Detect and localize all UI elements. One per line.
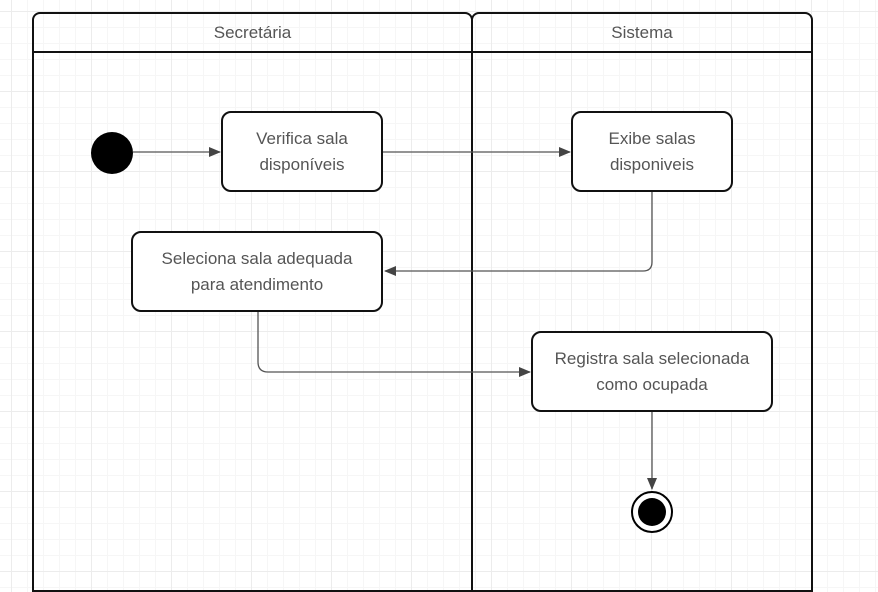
activity-verifica-sala[interactable]: Verifica sala disponíveis [221,111,383,192]
activity-exibe-salas[interactable]: Exibe salas disponiveis [571,111,733,192]
swimlane-header-sistema: Sistema [473,14,811,53]
edge-exibe-to-seleciona [384,192,653,276]
initial-node[interactable] [91,132,133,174]
swimlane-header-secretaria: Secretária [34,14,471,53]
edge-seleciona-to-registra [257,312,531,377]
activity-registra-sala[interactable]: Registra sala selecionada como ocupada [531,331,773,412]
final-node-inner [638,498,666,526]
activity-seleciona-sala[interactable]: Seleciona sala adequada para atendimento [131,231,383,312]
flow-edges [133,147,657,490]
final-node[interactable] [631,491,673,533]
